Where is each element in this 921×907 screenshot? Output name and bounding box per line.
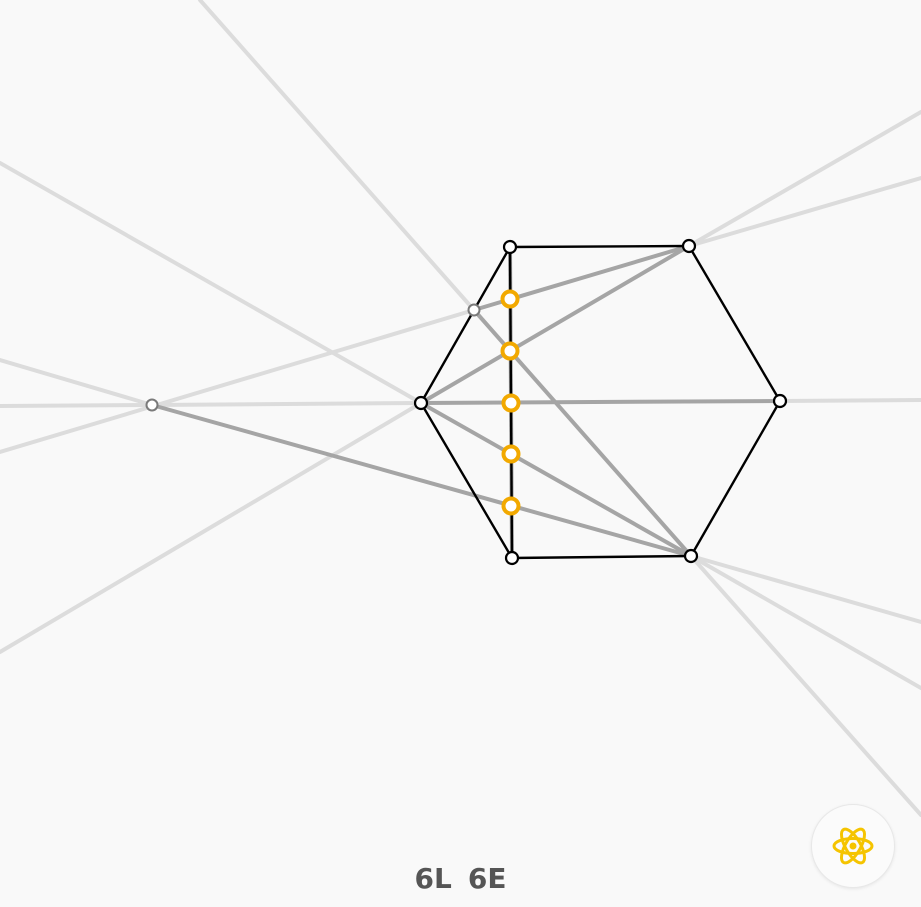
- vertex-point: [683, 548, 699, 564]
- vertex-point: [772, 393, 788, 409]
- construction-line: [150, 401, 423, 407]
- drawn-lines: [150, 244, 782, 560]
- edge: [687, 245, 782, 402]
- target-point: [501, 393, 521, 413]
- construction-line: [0, 403, 154, 408]
- hint-button[interactable]: [811, 804, 895, 888]
- construction-line: [198, 0, 476, 312]
- target-point: [500, 341, 520, 361]
- construction-line: [687, 110, 921, 248]
- target-point: [501, 444, 521, 464]
- drawn-line: [419, 401, 693, 558]
- construction-line: [689, 554, 921, 817]
- drawn-line: [419, 399, 782, 405]
- lines-count: 6L: [414, 862, 452, 895]
- vertex-point: [504, 550, 520, 566]
- edge: [419, 246, 512, 404]
- edge: [419, 402, 514, 559]
- target-point: [501, 496, 521, 516]
- edge: [689, 400, 782, 557]
- construction-line: [0, 161, 423, 405]
- helper-points[interactable]: [145, 303, 481, 412]
- construction-line: [778, 398, 921, 403]
- vertex-point: [502, 239, 518, 255]
- vertex-points[interactable]: [413, 238, 788, 566]
- edge: [509, 244, 690, 249]
- target-point: [500, 289, 520, 309]
- construction-lines: [0, 0, 921, 817]
- drawn-line: [419, 244, 691, 405]
- edge: [511, 554, 692, 560]
- construction-line: [689, 554, 921, 624]
- move-counter: 6L 6E: [0, 862, 921, 895]
- vertex-point: [681, 238, 697, 254]
- construction-line: [0, 358, 154, 407]
- helper-point: [145, 398, 159, 412]
- construction-line: [687, 176, 921, 248]
- construction-line: [0, 401, 423, 654]
- helper-point: [467, 303, 481, 317]
- construction-line: [689, 554, 921, 690]
- atom-icon: [832, 827, 874, 865]
- vertex-point: [413, 395, 429, 411]
- edges-count: 6E: [467, 862, 507, 895]
- drawn-line: [150, 403, 693, 558]
- construction-line: [0, 308, 476, 454]
- target-points[interactable]: [500, 289, 521, 516]
